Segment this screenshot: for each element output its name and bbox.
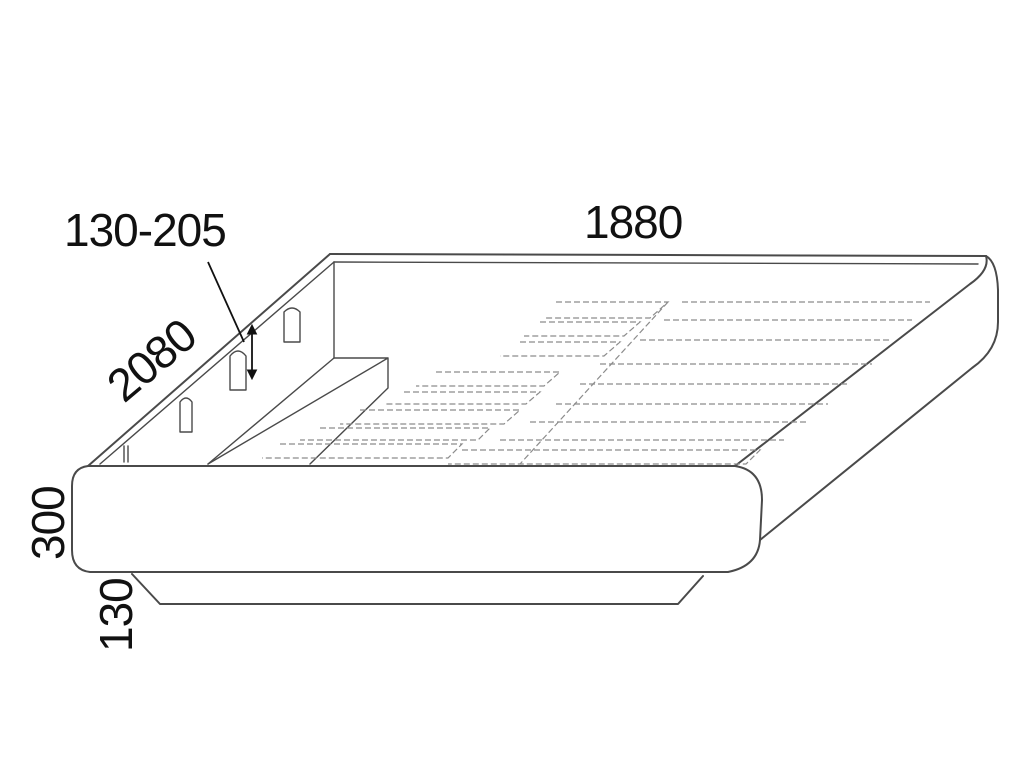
length-label: 2080 (97, 309, 206, 412)
frame-top-back-edge (329, 253, 987, 257)
width-label: 1880 (584, 196, 682, 248)
base-height-label: 130 (90, 578, 142, 652)
slatted-base (262, 301, 930, 465)
frame-right-top-edge (734, 255, 988, 467)
inner-step (207, 357, 389, 465)
depth-leader-line (207, 261, 245, 343)
frame-right-face (759, 255, 999, 541)
frame-front-face (71, 465, 763, 573)
frame-inner-left-wall-bottom (207, 357, 335, 465)
support-brackets (123, 307, 301, 463)
frame-top-left-edge (87, 253, 331, 467)
base-plinth (131, 573, 704, 605)
frame-height-label: 300 (22, 486, 74, 560)
depth-adjust-label: 130-205 (64, 204, 226, 256)
frame-inner-left-edge (99, 261, 335, 465)
frame-inner-back-edge (333, 261, 979, 265)
